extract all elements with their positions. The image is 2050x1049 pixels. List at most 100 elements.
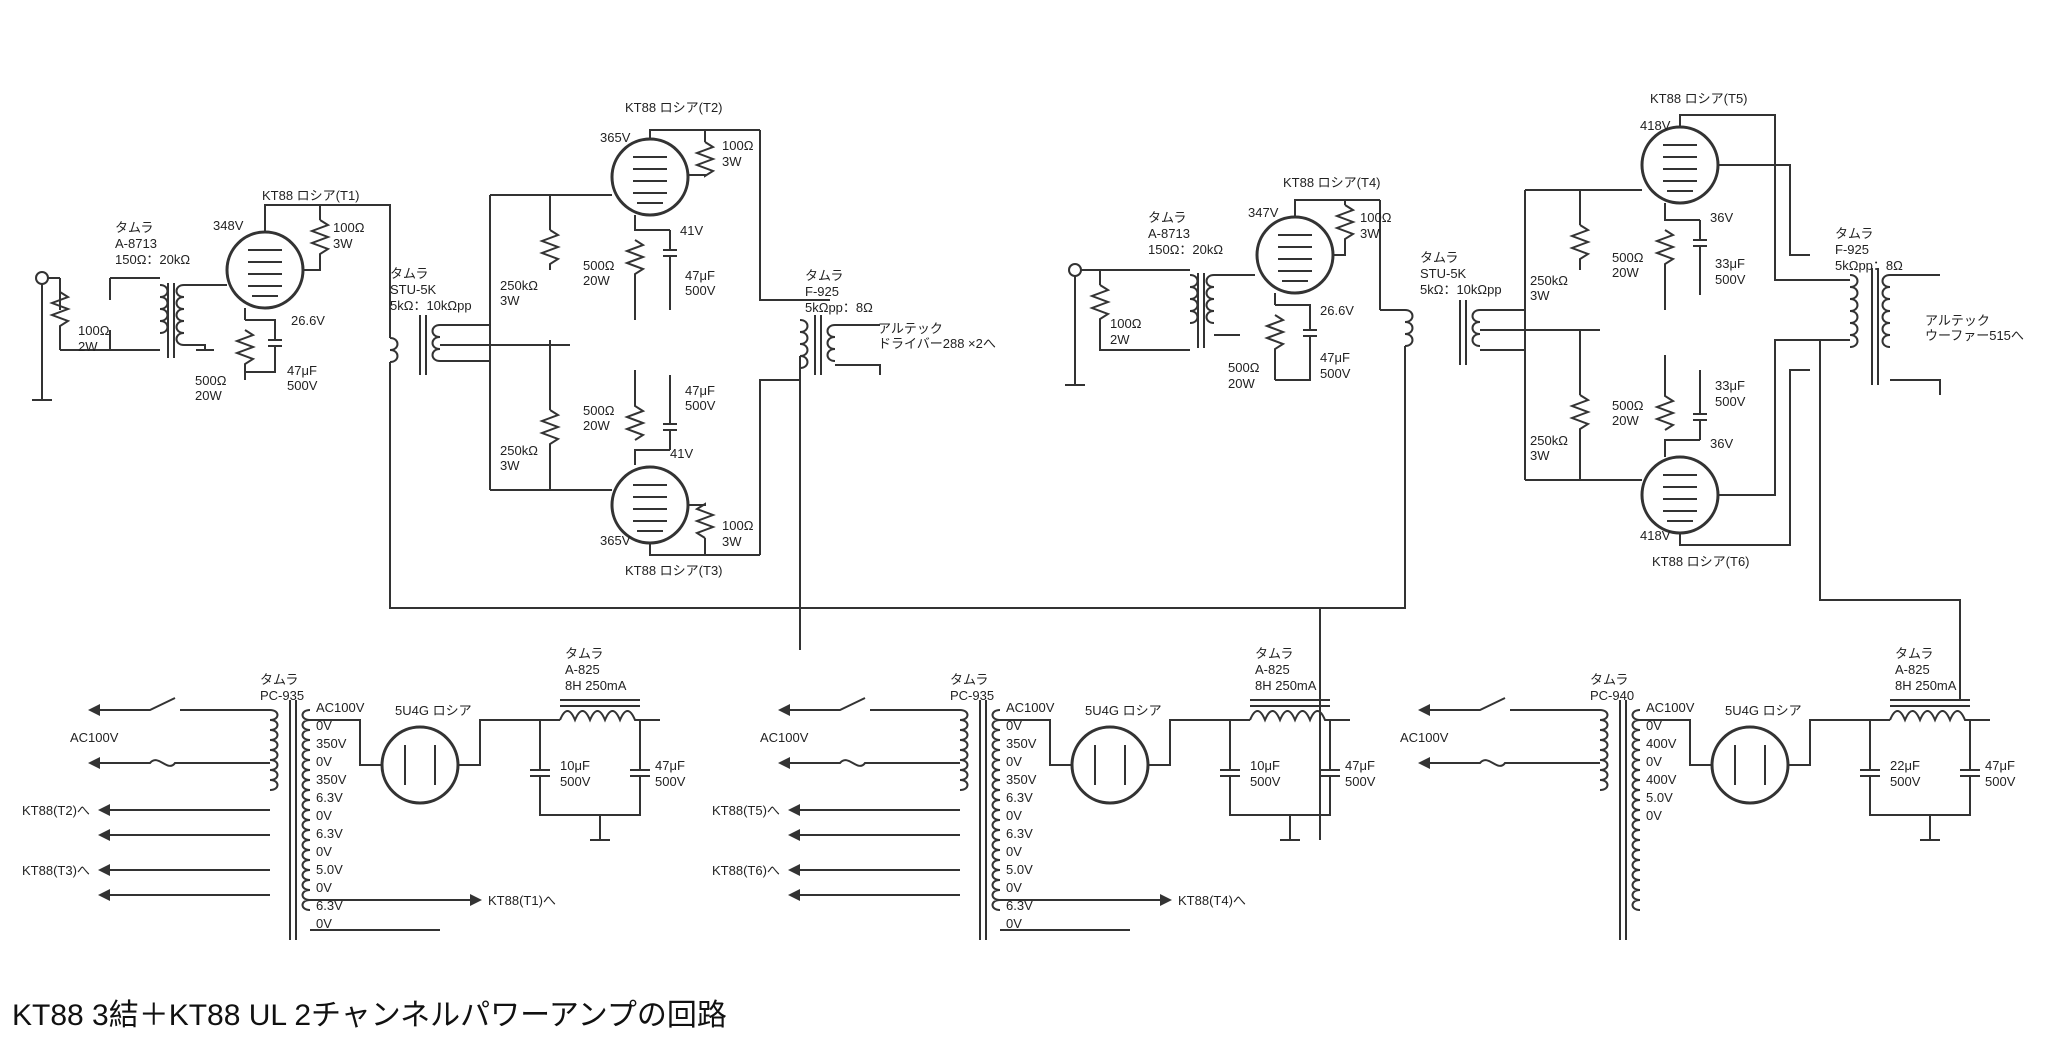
- choke-model-psu2: A-825: [1255, 662, 1290, 677]
- load-left-line1: アルテック: [878, 321, 943, 336]
- t5-cathode-cap-volt: 500V: [1715, 272, 1746, 287]
- tap-label-psu3-5: 5.0V: [1646, 790, 1673, 805]
- t5-cathode-resistor-watt: 20W: [1612, 265, 1639, 280]
- ac-arrow2-psu3: [1418, 757, 1430, 769]
- tube-t1: [225, 230, 305, 310]
- tap-label-psu2-4: 350V: [1006, 772, 1037, 787]
- heater-out-b-psu1: KT88(T3)へ: [22, 863, 90, 878]
- interstage-left-label: タムラ: [390, 266, 428, 281]
- tube-t6-label: KT88 ロシア(T6): [1652, 554, 1750, 569]
- tap-label-psu1-6: 0V: [316, 808, 332, 823]
- t4-plate-voltage: 347V: [1248, 205, 1279, 220]
- ac-arrow2-psu1: [88, 757, 100, 769]
- interstage-transformer-left: [320, 204, 570, 375]
- power-transformer-secondary-psu2: [991, 709, 1001, 911]
- t4-plate-resistor-value: 100Ω: [1360, 210, 1392, 225]
- r250-right-a-value: 250kΩ: [1530, 273, 1568, 288]
- t4-cathode-resistor-value: 500Ω: [1228, 360, 1260, 375]
- t4-cathode-resistor-watt: 20W: [1228, 376, 1255, 391]
- t2-plate-resistor-watt: 3W: [722, 154, 742, 169]
- t2-plate-voltage: 365V: [600, 130, 631, 145]
- ac-arrow-psu2: [778, 704, 790, 716]
- cap1-value-psu1: 10μF: [560, 758, 590, 773]
- t4-grid-resistor-value: 100Ω: [1110, 316, 1142, 331]
- t2-cathode-resistor-value: 500Ω: [583, 258, 615, 273]
- power-transformer-primary-psu1: [269, 709, 279, 791]
- tube-t3-label: KT88 ロシア(T3): [625, 563, 723, 578]
- tap-label-psu2-11: 6.3V: [1006, 898, 1033, 913]
- output-transformer-left-label: タムラ: [805, 268, 843, 283]
- cap1-volt-psu2: 500V: [1250, 774, 1281, 789]
- t6-cathode-cap-volt: 500V: [1715, 394, 1746, 409]
- t6-cathode-resistor-value: 500Ω: [1612, 398, 1644, 413]
- rectifier-label-psu1: 5U4G ロシア: [395, 703, 472, 718]
- tap-label-psu1-5: 6.3V: [316, 790, 343, 805]
- t1-cathode-cap-volt: 500V: [287, 378, 318, 393]
- choke-label-psu1: タムラ: [565, 646, 603, 661]
- output-transformer-left-ratio: 5kΩpp：8Ω: [805, 300, 873, 315]
- choke-model-psu3: A-825: [1895, 662, 1930, 677]
- power-supply-2: AC100VタムラPC-935AC100V0V350V0V350V6.3V0V6…: [712, 646, 1376, 940]
- tap-label-psu1-3: 0V: [316, 754, 332, 769]
- choke-psu2: [1249, 699, 1350, 723]
- output-transformer-left: [799, 315, 881, 650]
- power-transformer-model-psu3: PC-940: [1590, 688, 1634, 703]
- heater-out-a-psu1: KT88(T2)へ: [22, 803, 90, 818]
- t1-grid-resistor-watt: 2W: [78, 339, 98, 354]
- input-transformer-right-label: タムラ: [1148, 210, 1186, 225]
- interstage-left-model: STU-5K: [390, 282, 437, 297]
- tap-label-psu1-11: 6.3V: [316, 898, 343, 913]
- tap-label-psu2-5: 6.3V: [1006, 790, 1033, 805]
- tap-label-psu1-12: 0V: [316, 916, 332, 931]
- t2-cathode-voltage: 41V: [680, 223, 703, 238]
- cap2-value-psu3: 47μF: [1985, 758, 2015, 773]
- input-transformer-left-label: タムラ: [115, 220, 153, 235]
- cap1-value-psu2: 10μF: [1250, 758, 1280, 773]
- t1-cathode-cap-value: 47μF: [287, 363, 317, 378]
- tap-label-psu2-7: 6.3V: [1006, 826, 1033, 841]
- t3-cathode-voltage: 41V: [670, 446, 693, 461]
- tube-t6: [1640, 455, 1720, 535]
- tap-label-psu3-1: 0V: [1646, 718, 1662, 733]
- output-transformer-right: [1819, 268, 1961, 700]
- t1-plate-resistor-watt: 3W: [333, 236, 353, 251]
- tap-label-psu3-4: 400V: [1646, 772, 1677, 787]
- heater-out-b-psu2: KT88(T6)へ: [712, 863, 780, 878]
- r250-right-a-watt: 3W: [1530, 288, 1550, 303]
- input-transformer-right-model: A-8713: [1148, 226, 1190, 241]
- figure-caption: KT88 3結＋KT88 UL 2チャンネルパワーアンプの回路: [12, 999, 727, 1032]
- interstage-left-ratio: 5kΩ：10kΩpp: [390, 298, 472, 313]
- tube-t2: [610, 137, 690, 217]
- t1-plate-resistor-value: 100Ω: [333, 220, 365, 235]
- input-transformer-left: [159, 283, 214, 358]
- input-pot-left: [49, 291, 71, 350]
- input-jack-right: [1068, 263, 1082, 277]
- t4-plate-resistor-watt: 3W: [1360, 226, 1380, 241]
- ac-input-label-psu1: AC100V: [70, 730, 119, 745]
- output-transformer-right-ratio: 5kΩpp：8Ω: [1835, 258, 1903, 273]
- tap-label-psu2-3: 0V: [1006, 754, 1022, 769]
- output-transformer-left-model: F-925: [805, 284, 839, 299]
- r250-left-a-value: 250kΩ: [500, 278, 538, 293]
- choke-model-psu1: A-825: [565, 662, 600, 677]
- tap-label-psu3-2: 400V: [1646, 736, 1677, 751]
- power-transformer-primary-psu2: [959, 709, 969, 791]
- t3-cathode-resistor-watt: 20W: [583, 418, 610, 433]
- tap-label-psu2-9: 5.0V: [1006, 862, 1033, 877]
- choke-rating-psu3: 8H 250mA: [1895, 678, 1957, 693]
- tap-label-psu1-10: 0V: [316, 880, 332, 895]
- power-supply-3: AC100VタムラPC-940AC100V0V400V0V400V5.0V0V5…: [1400, 646, 2016, 940]
- choke-rating-psu1: 8H 250mA: [565, 678, 627, 693]
- t3-plate-resistor-watt: 3W: [722, 534, 742, 549]
- tap-label-psu2-12: 0V: [1006, 916, 1022, 931]
- cap1-volt-psu3: 500V: [1890, 774, 1921, 789]
- r250-right-b-value: 250kΩ: [1530, 433, 1568, 448]
- tap-label-psu1-1: 0V: [316, 718, 332, 733]
- cap2-value-psu1: 47μF: [655, 758, 685, 773]
- tap-label-psu1-8: 0V: [316, 844, 332, 859]
- r250-left-a-watt: 3W: [500, 293, 520, 308]
- choke-label-psu3: タムラ: [1895, 646, 1933, 661]
- t5-plate-voltage: 418V: [1640, 118, 1671, 133]
- load-right-line2: ウーファー515へ: [1925, 328, 2024, 343]
